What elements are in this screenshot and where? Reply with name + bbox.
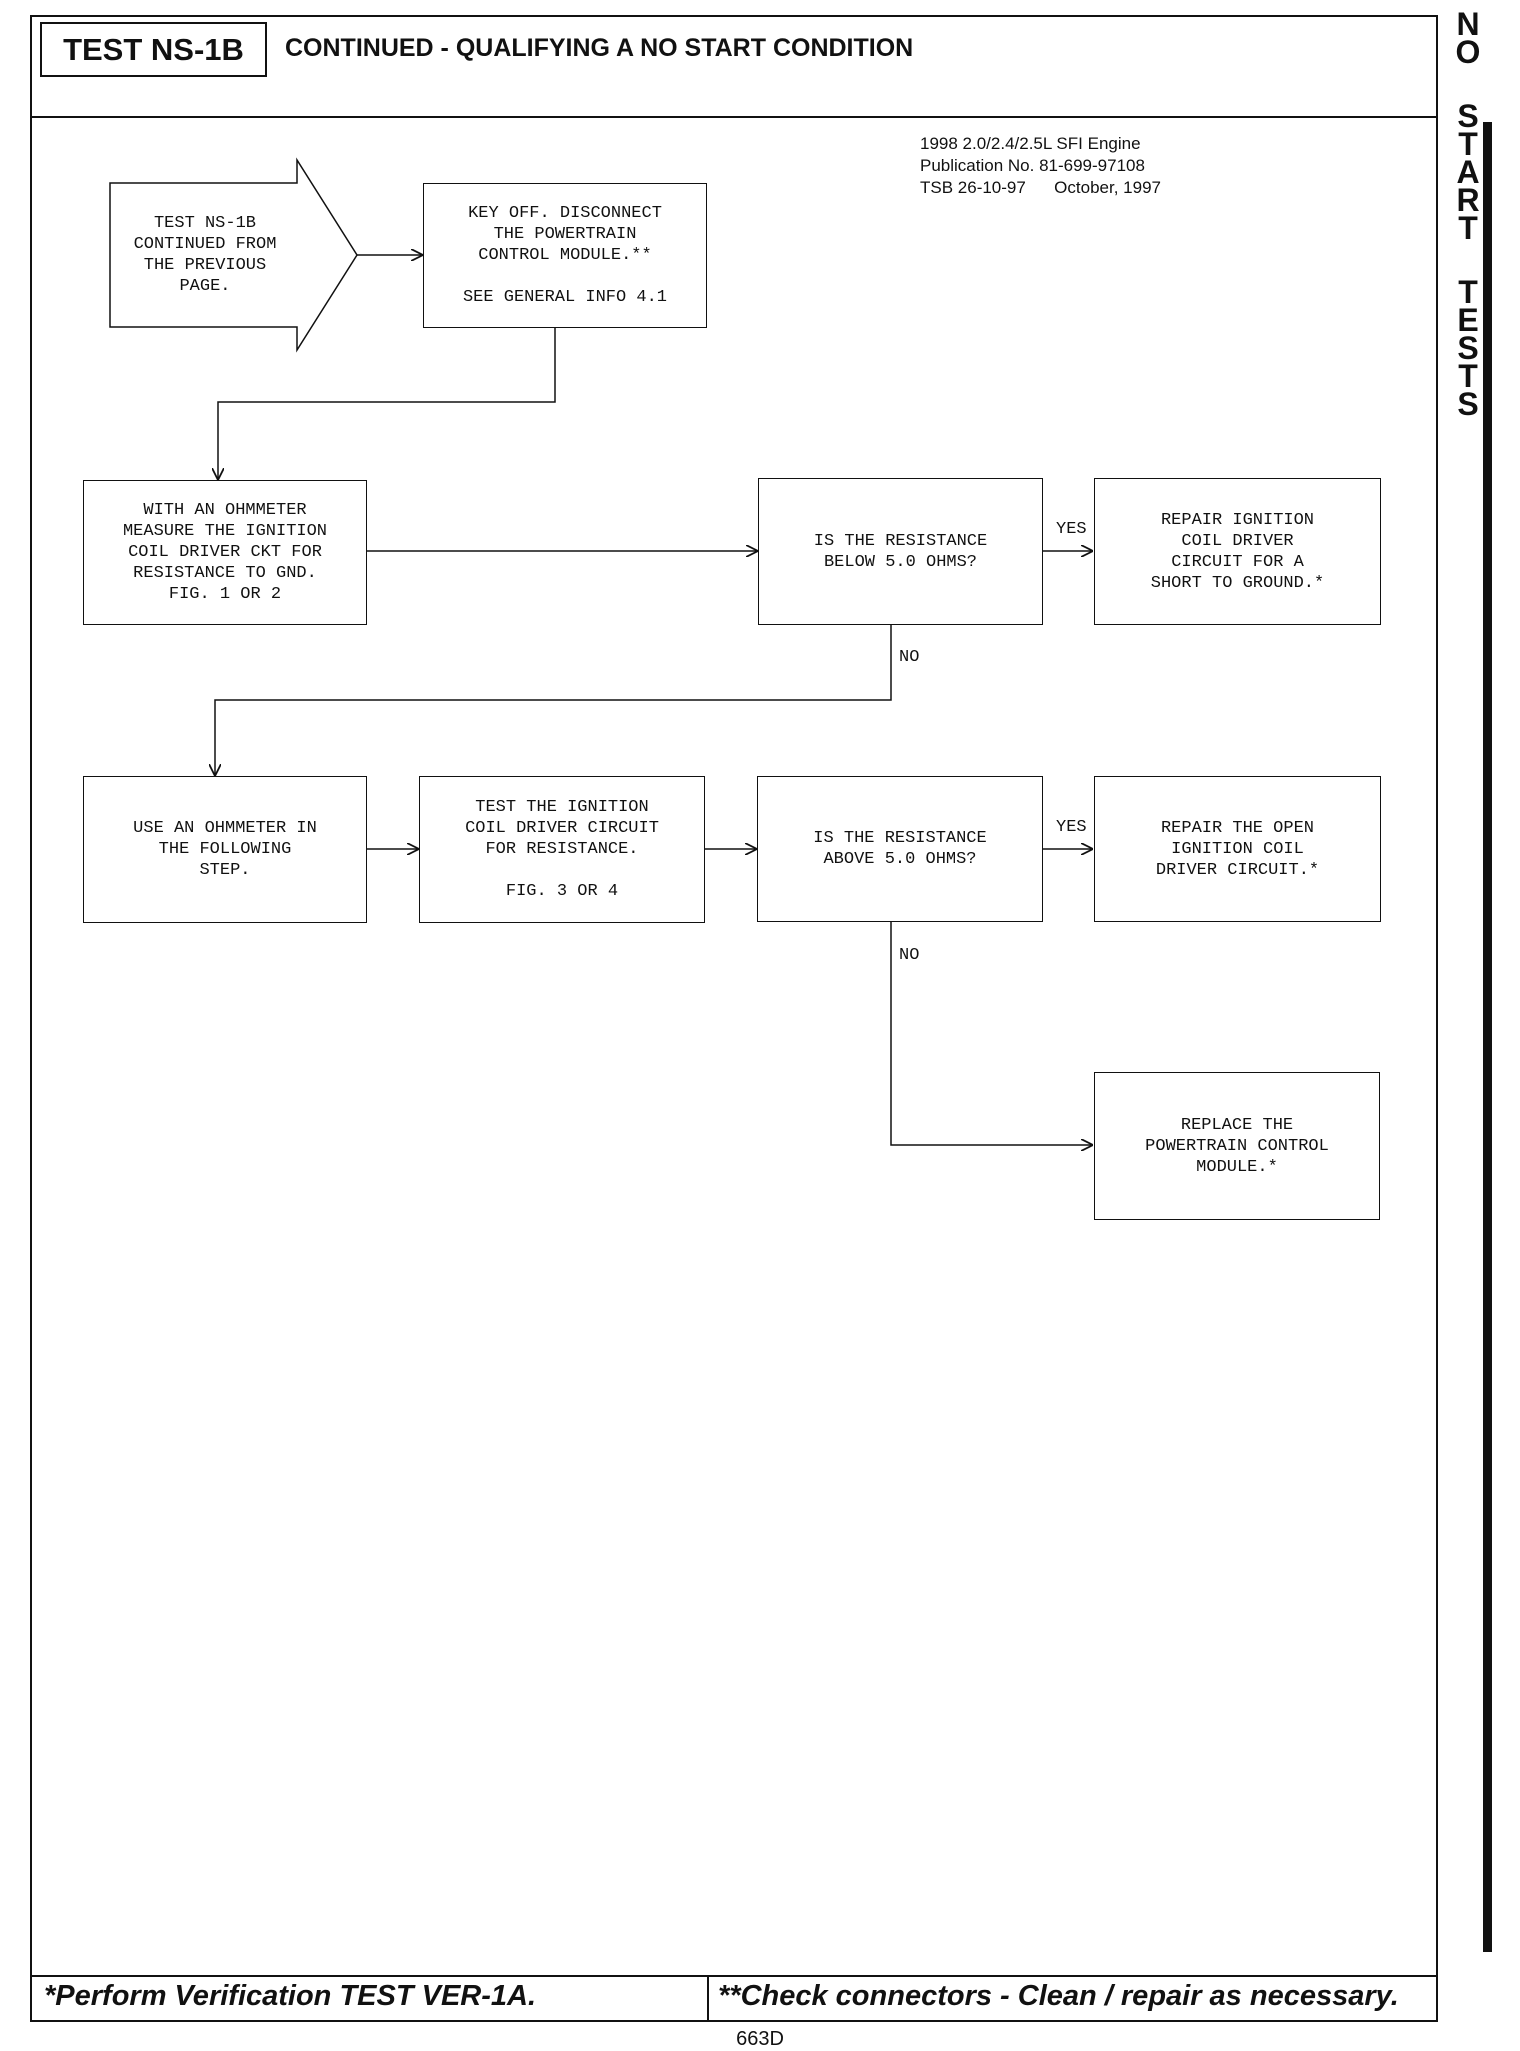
page-number: 663D — [736, 2028, 784, 2050]
connector-question-above-no — [890, 922, 1093, 1145]
question-resistance-above: IS THE RESISTANCE ABOVE 5.0 OHMS? — [757, 776, 1043, 922]
header-divider — [30, 116, 1438, 118]
footer-divider — [30, 1975, 1438, 1977]
publication-line-2: Publication No. 81-699-97108 — [920, 156, 1145, 175]
result-repair-short-to-ground: REPAIR IGNITION COIL DRIVER CIRCUIT FOR … — [1094, 478, 1381, 625]
side-tab-no: N O — [1455, 6, 1481, 70]
connector-question-below-no — [215, 625, 892, 776]
side-tab-tests: T E S T S — [1457, 274, 1479, 422]
start-arrow-shape — [109, 157, 358, 353]
page-frame — [30, 15, 1438, 2022]
side-tab-start: S T A R T — [1456, 98, 1480, 246]
publication-line-3: TSB 26-10-97 October, 1997 — [920, 178, 1161, 197]
footer-verification-note: *Perform Verification TEST VER-1A. — [44, 1980, 537, 2012]
question-resistance-below: IS THE RESISTANCE BELOW 5.0 OHMS? — [758, 478, 1043, 625]
result-replace-pcm: REPLACE THE POWERTRAIN CONTROL MODULE.* — [1094, 1072, 1380, 1220]
footer-column-divider — [707, 1975, 709, 2022]
publication-line-1: 1998 2.0/2.4/2.5L SFI Engine — [920, 134, 1141, 153]
yes-label-above: YES — [1056, 818, 1087, 837]
result-repair-open-circuit: REPAIR THE OPEN IGNITION COIL DRIVER CIR… — [1094, 776, 1381, 922]
footer-connector-note: **Check connectors - Clean / repair as n… — [718, 1980, 1399, 2012]
yes-label-below: YES — [1056, 520, 1087, 539]
step-test-circuit-resistance: TEST THE IGNITION COIL DRIVER CIRCUIT FO… — [419, 776, 705, 923]
page-title: CONTINUED - QUALIFYING A NO START CONDIT… — [285, 34, 914, 62]
connector-disconnect-to-measure — [218, 328, 556, 480]
step-measure-resistance-to-ground: WITH AN OHMMETER MEASURE THE IGNITION CO… — [83, 480, 367, 625]
side-tab-bar — [1483, 122, 1492, 1952]
step-use-ohmmeter: USE AN OHMMETER IN THE FOLLOWING STEP. — [83, 776, 367, 923]
start-arrow-text: TEST NS-1B CONTINUED FROM THE PREVIOUS P… — [133, 214, 277, 296]
test-label: TEST NS-1B — [40, 22, 267, 77]
no-label-below: NO — [899, 648, 920, 667]
publication-info: 1998 2.0/2.4/2.5L SFI Engine Publication… — [920, 133, 1161, 199]
step-disconnect-pcm: KEY OFF. DISCONNECT THE POWERTRAIN CONTR… — [423, 183, 707, 328]
no-label-above: NO — [899, 946, 920, 965]
section-side-tab: N O S T A R T T E S T S — [1446, 6, 1490, 422]
